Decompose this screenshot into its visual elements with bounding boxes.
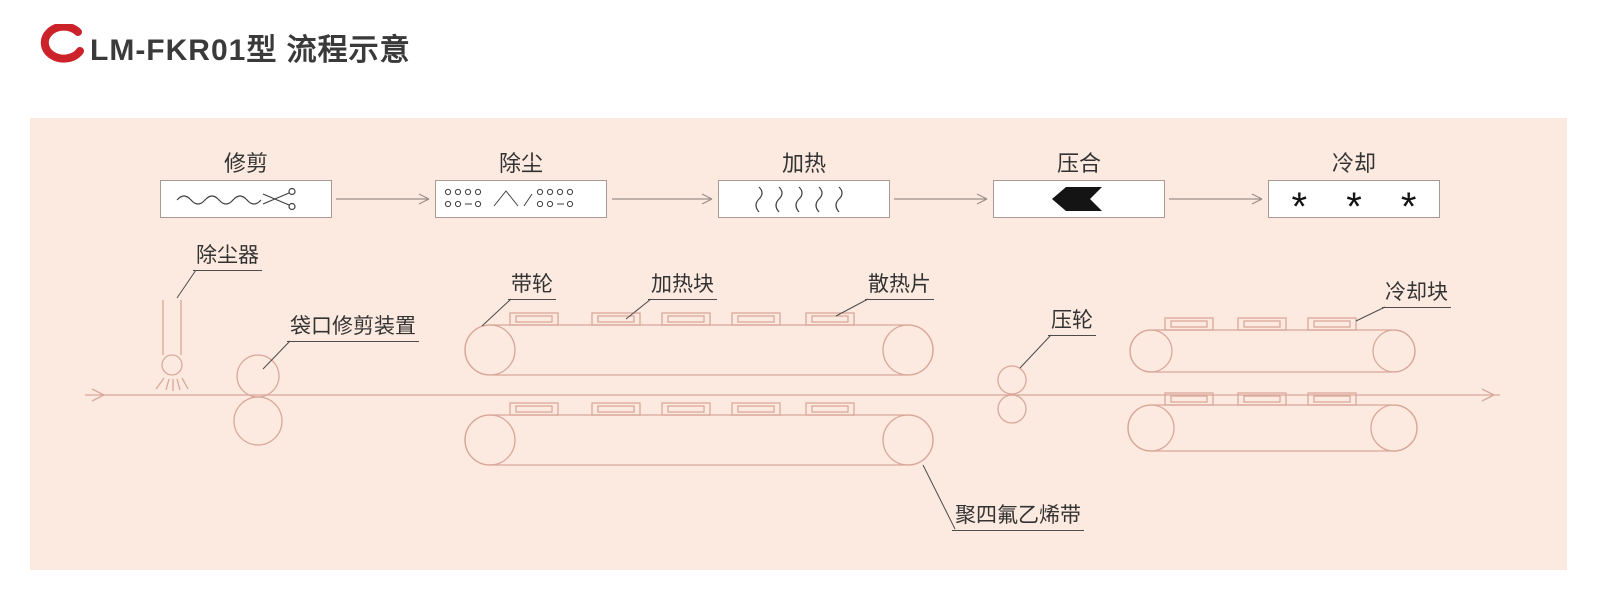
callout-bag-trimming: 袋口修剪装置: [287, 314, 419, 342]
leader-bag-trimming: [262, 340, 291, 370]
left-arrow-chevron: [91, 388, 106, 402]
step-label-heat: 加热: [781, 151, 826, 176]
flow-arrow: [1169, 193, 1263, 205]
cooling-bottom-belt: [1127, 392, 1418, 452]
heating-top-belt: [464, 312, 934, 376]
cooling-blocks-top: [1164, 317, 1357, 331]
callout-dust-remover: 除尘器: [193, 243, 262, 271]
callout-press-wheel: 压轮: [1048, 308, 1096, 336]
heat-waves-icon: [755, 186, 843, 213]
heating-blocks-top: [509, 312, 855, 326]
material-path-line: [85, 388, 1500, 402]
diagram-panel: 修剪 除尘 加热 压合 冷却: [30, 118, 1567, 570]
leader-cooling-block: [1355, 306, 1386, 322]
callout-heat-sink: 散热片: [865, 272, 934, 300]
callout-leader-lines: [176, 269, 1386, 530]
flow-arrow: [612, 193, 713, 205]
flow-arrow: [336, 193, 430, 205]
belt-pulley-left: [464, 324, 516, 376]
step-box-heat: [718, 180, 890, 218]
page-title: LM-FKR01型 流程示意: [90, 34, 411, 67]
cooling-top-belt: [1129, 317, 1416, 373]
leader-ptfe-belt: [922, 464, 956, 530]
flow-arrows: [336, 193, 1263, 205]
machine-schematic: [85, 193, 1500, 530]
heating-blocks-bottom: [509, 402, 855, 416]
dust-remover-device: [155, 300, 189, 391]
press-flag-icon: [1052, 187, 1102, 211]
leader-dust-remover: [176, 269, 197, 299]
leader-heat-sink: [835, 298, 869, 317]
spray-lines: [155, 377, 189, 391]
belt-pulley-left: [464, 414, 516, 466]
leader-press-wheel: [1019, 334, 1052, 369]
flow-arrow: [894, 193, 988, 205]
belt-pulley-right: [882, 324, 934, 376]
step-label-dust: 除尘: [498, 151, 543, 176]
heating-bottom-belt: [464, 402, 934, 466]
step-label-cool: 冷却: [1331, 151, 1376, 176]
callout-heating-block: 加热块: [648, 272, 717, 300]
belt-pulley-left: [1127, 404, 1175, 452]
machine-line-art: [85, 300, 1500, 466]
step-label-press: 压合: [1056, 151, 1101, 176]
callout-cooling-block: 冷却块: [1382, 280, 1451, 308]
callout-belt-pulley: 带轮: [508, 272, 556, 300]
cooling-blocks-bottom: [1164, 392, 1357, 406]
step-label-trim: 修剪: [223, 151, 268, 176]
brand-swoosh-icon: [34, 22, 86, 70]
belt-pulley-right: [1370, 404, 1418, 452]
scissors-wave-icon: [176, 187, 296, 211]
belt-pulley-left: [1129, 329, 1173, 373]
leader-heating-block: [625, 298, 652, 320]
leader-belt-pulley: [481, 298, 512, 327]
callout-ptfe-belt: 聚四氟乙烯带: [952, 503, 1084, 531]
bag-trimming-rollers: [233, 354, 283, 446]
dust-jets-icon: [444, 188, 574, 208]
asterisks-icon: * * *: [1291, 185, 1417, 218]
page-header: LM-FKR01型 流程示意: [34, 22, 411, 70]
press-wheels: [997, 365, 1027, 424]
step-box-dust: [435, 180, 607, 218]
step-box-cool: * * *: [1268, 180, 1440, 218]
right-arrow-chevron: [1481, 388, 1496, 402]
step-box-press: [993, 180, 1165, 218]
belt-pulley-right: [1372, 329, 1416, 373]
belt-pulley-right: [882, 414, 934, 466]
step-box-trim: [160, 180, 332, 218]
